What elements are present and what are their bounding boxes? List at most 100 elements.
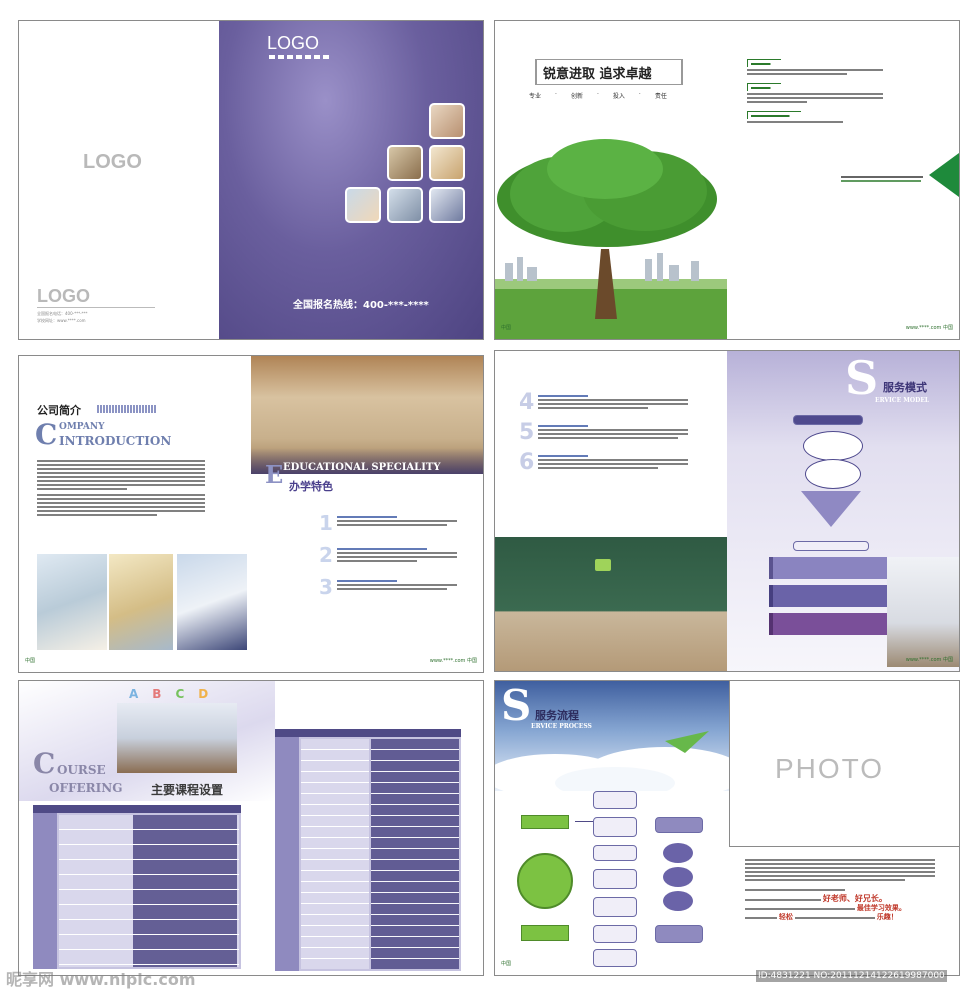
- course-letters: A B C D: [129, 687, 208, 701]
- mission-head-2: [747, 83, 781, 91]
- value-sep-3: ·: [638, 91, 641, 98]
- slogan-fun: 乐趣！: [876, 913, 898, 921]
- course-en-1: OURSE: [57, 763, 106, 777]
- flow-right-circles: [663, 843, 695, 911]
- flow-step-5: [593, 897, 637, 917]
- classroom-photo: [251, 356, 483, 474]
- num-6: 6: [519, 450, 535, 475]
- intro-title-pattern: [97, 405, 157, 413]
- value-1: 专业: [529, 93, 542, 100]
- back-cover: LOGO LOGO 全国报名电话：400-***-*** 学校网址：www.**…: [19, 21, 219, 339]
- model-title-cn: 服务模式: [883, 381, 927, 394]
- front-logo: LOGO: [267, 33, 320, 53]
- feature-list: 1 2 3: [319, 513, 469, 597]
- cover-photo-3: [429, 145, 465, 181]
- course-table-left: [33, 805, 241, 969]
- num-5: 5: [519, 420, 535, 445]
- watermark-site: 昵享网 www.nipic.com: [6, 970, 196, 989]
- back-logo-mid: LOGO: [83, 151, 142, 173]
- flow-start: [521, 815, 569, 829]
- process-s: S: [501, 681, 532, 730]
- photo-label: PHOTO: [775, 753, 885, 784]
- p6-footer: 中国: [501, 961, 512, 967]
- flow-step-2: [593, 817, 637, 837]
- values-row: 专业 · 创新 · 投入 · 责任: [529, 91, 667, 100]
- mission-line: [747, 101, 807, 103]
- back-logo: LOGO: [37, 286, 90, 306]
- service-model-page: 4 5 6 S 服务模式 ERVICE MODEL www.****.com 中…: [494, 350, 960, 672]
- process-text: 好老师、好兄长。 最佳学习效果。 轻松 乐趣！: [745, 857, 941, 922]
- value-sep-2: ·: [596, 91, 599, 98]
- course-title-cn: 主要课程设置: [151, 783, 224, 797]
- flow-step-4: [593, 869, 637, 889]
- letter-d: D: [198, 687, 209, 701]
- back-info-2: 学校网址：www.****.com: [37, 318, 86, 323]
- letter-a: A: [129, 687, 139, 701]
- model-s: S: [845, 351, 879, 405]
- cover-spread: LOGO LOGO 全国报名电话：400-***-*** 学校网址：www.**…: [18, 20, 484, 340]
- service-list: 4 5 6: [519, 390, 699, 475]
- back-info-1: 全国报名电话：400-***-***: [37, 311, 88, 316]
- edu-cap: E: [265, 460, 284, 489]
- hotline: 全国报名热线：400-***-****: [293, 300, 429, 311]
- slogan-effect: 最佳学习效果。: [856, 904, 906, 912]
- slogan-easy: 轻松: [778, 913, 793, 921]
- flow-step-7: [593, 949, 637, 967]
- intro-photo-3: [177, 554, 247, 650]
- flow-right-bottom: [655, 925, 703, 943]
- intro-title-en-2: INTRODUCTION: [59, 434, 172, 448]
- value-2: 创新: [570, 93, 583, 100]
- flow-step-1: [593, 791, 637, 809]
- front-logo-sub: [269, 55, 331, 59]
- p4-footer-right: www.****.com 中国: [905, 657, 953, 663]
- mission-line: [747, 121, 843, 123]
- flow-circle: [517, 853, 573, 909]
- intro-title-en-cap: C: [35, 418, 58, 451]
- p2-footer-right: www.****.com 中国: [905, 325, 953, 331]
- slogan-box: [535, 59, 683, 85]
- course-en-2: OFFERING: [49, 781, 123, 795]
- mission-line: [747, 93, 883, 95]
- model-ellipse-2: [805, 459, 861, 489]
- flow-line-main: [575, 821, 593, 822]
- model-arrow: [801, 491, 861, 527]
- model-title-en: ERVICE MODEL: [875, 397, 930, 404]
- mission-head-3: [747, 111, 801, 119]
- girl-reading-photo: [887, 557, 959, 667]
- cover-photo-5: [387, 187, 423, 223]
- slogan-teacher: 好老师、好兄长。: [822, 894, 887, 903]
- p2-footer: 中国: [501, 325, 512, 331]
- letter-b: B: [152, 687, 162, 701]
- letter-c: C: [175, 687, 185, 701]
- intro-title-en-1: OMPANY: [59, 422, 105, 432]
- model-top-bar: [793, 415, 863, 425]
- watermark-id: ID:4831221 NO:20111214122619987000: [756, 970, 947, 982]
- intro-page: 公司简介 C OMPANY INTRODUCTION E EDUCATIONAL…: [18, 355, 484, 673]
- mission-block: [747, 59, 887, 125]
- p3-footer-right: www.****.com 中国: [429, 658, 477, 664]
- value-3: 投入: [612, 93, 625, 100]
- mission-head-1: [747, 59, 781, 67]
- model-purple-rows: [769, 557, 889, 635]
- intro-photo-1: [37, 554, 107, 650]
- course-page: A B C D C OURSE OFFERING 主要课程设置: [18, 680, 484, 976]
- p3-footer: 中国: [25, 658, 36, 664]
- process-title-cn: 服务流程: [535, 709, 579, 722]
- flow-right-top: [655, 817, 703, 833]
- blackboard-photo: [495, 537, 727, 671]
- value-sep-1: ·: [555, 91, 557, 98]
- intro-photo-2: [109, 554, 173, 650]
- slogan: 锐意进取 追求卓越: [543, 67, 652, 82]
- photo-placeholder: [729, 681, 959, 847]
- intro-body: [37, 458, 207, 518]
- service-process-page: S 服务流程 ERVICE PROCESS PHOTO 好老师、好兄长。 最佳学…: [494, 680, 960, 976]
- green-triangle: [929, 153, 959, 197]
- green-quote: [841, 174, 923, 184]
- num-4: 4: [519, 390, 535, 415]
- flow-step-6: [593, 925, 637, 943]
- flow-end: [521, 925, 569, 941]
- model-mid-bar: [793, 541, 869, 551]
- cover-photo-6: [429, 187, 465, 223]
- front-cover: LOGO 全国报名热线：400-***-****: [219, 21, 483, 339]
- vision-page: 锐意进取 追求卓越 专业 · 创新 · 投入 · 责任: [494, 20, 960, 340]
